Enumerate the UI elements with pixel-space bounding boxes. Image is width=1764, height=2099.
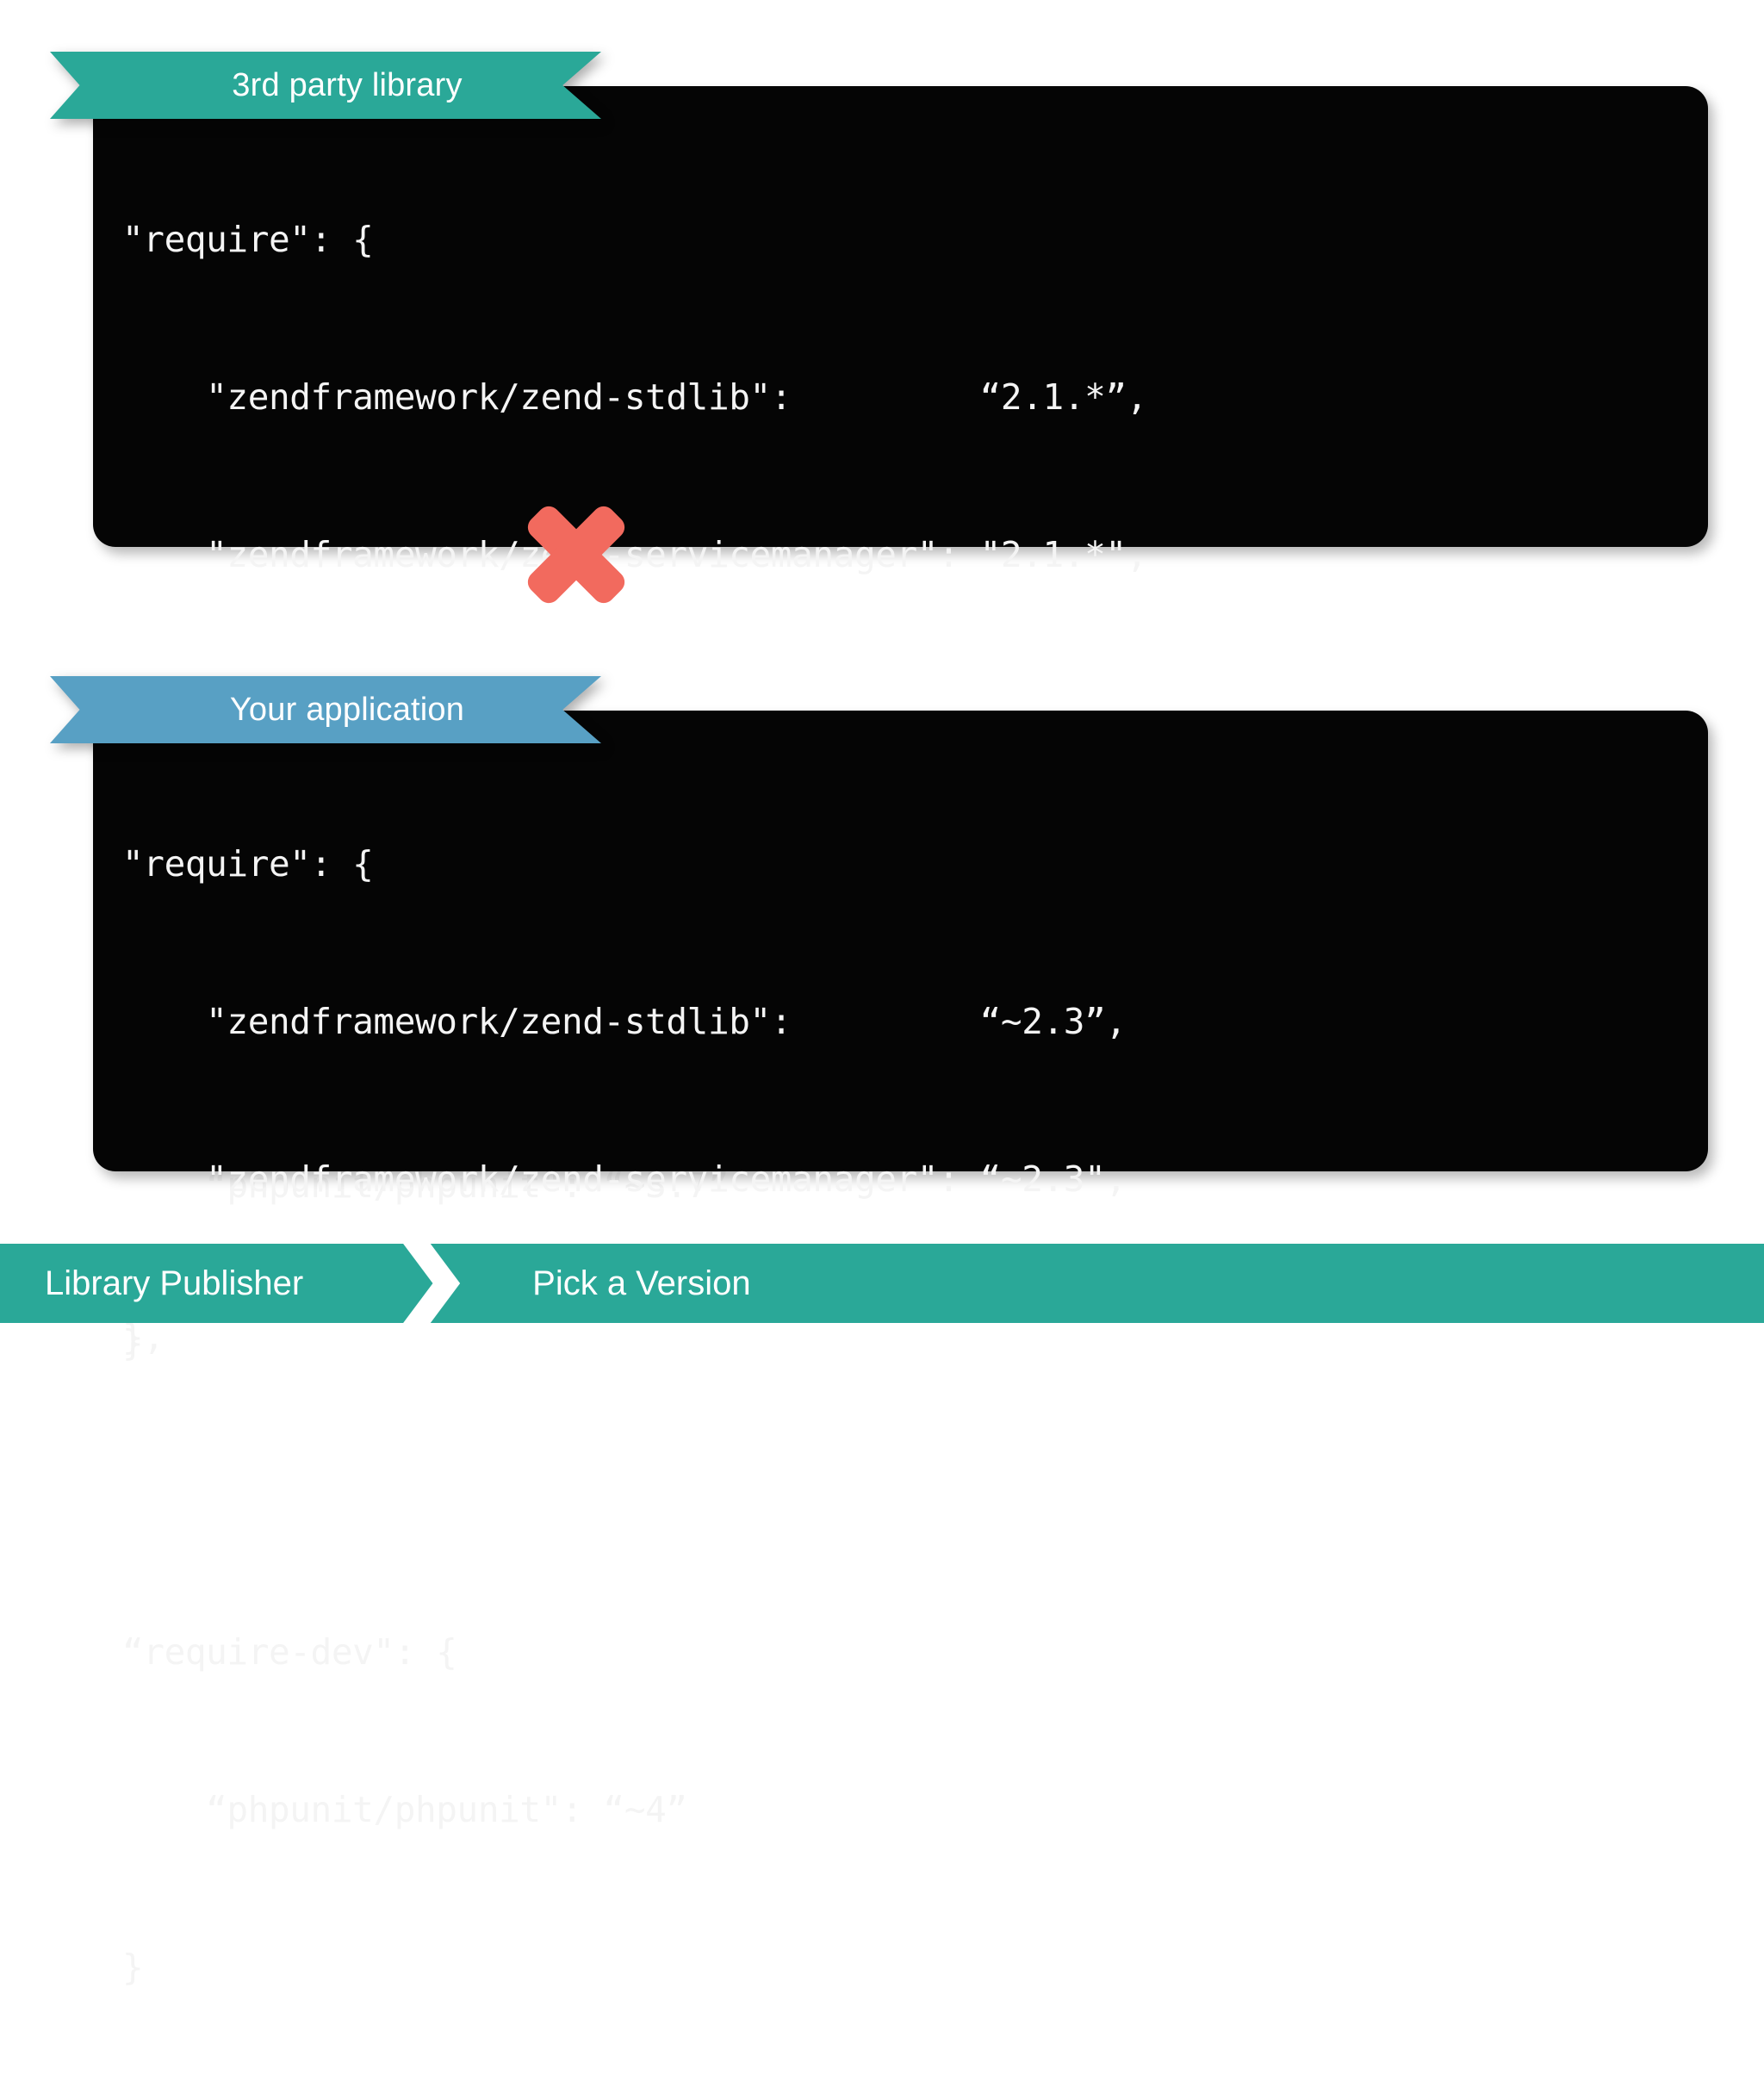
code-line: “phpunit/phpunit": “~4” [122, 1789, 687, 1830]
breadcrumb-item-library-publisher: Library Publisher [45, 1264, 304, 1302]
code-block-your-application: "require": { "zendframework/zend-stdlib"… [93, 733, 1708, 2099]
red-x-marker-icon [520, 500, 632, 610]
code-line: “require-dev": { [122, 1631, 457, 1673]
code-line: "require": { [122, 843, 374, 885]
breadcrumb-item-pick-a-version: Pick a Version [532, 1264, 751, 1302]
ribbon-shape [50, 676, 601, 743]
code-line: "require": { [122, 219, 374, 260]
code-line: "zendframework/zend-servicemanager": "2.… [122, 534, 1147, 575]
code-line: “phpunit/phpunit": “~3.7” [122, 1164, 730, 1206]
chevron-right-icon [398, 1244, 461, 1323]
code-line: "zendframework/zend-stdlib": “2.1.*”, [122, 376, 1147, 418]
code-line: "zendframework/zend-stdlib": “~2.3”, [122, 1001, 1127, 1042]
code-card-your-application: "require": { "zendframework/zend-stdlib"… [93, 711, 1708, 1988]
ribbon-label: 3rd party library [232, 66, 463, 103]
code-line: } [122, 1947, 144, 1988]
code-line-blank [122, 1469, 1708, 1521]
code-card-third-party: "require": { "zendframework/zend-stdlib"… [93, 86, 1708, 1363]
ribbon-shape [50, 52, 601, 119]
ribbon-label: Your application [229, 691, 465, 728]
ribbon-banner-your-application: Your application [50, 676, 601, 743]
chevron-shape [398, 1244, 461, 1323]
code-line: "zendframework/zend-servicemanager": “~2… [122, 1158, 1127, 1200]
ribbon-banner-third-party: 3rd party library [50, 52, 601, 119]
footer-breadcrumb-bar: Library Publisher Pick a Version [0, 1244, 1764, 1323]
slide-canvas: "require": { "zendframework/zend-stdlib"… [0, 52, 1764, 1988]
